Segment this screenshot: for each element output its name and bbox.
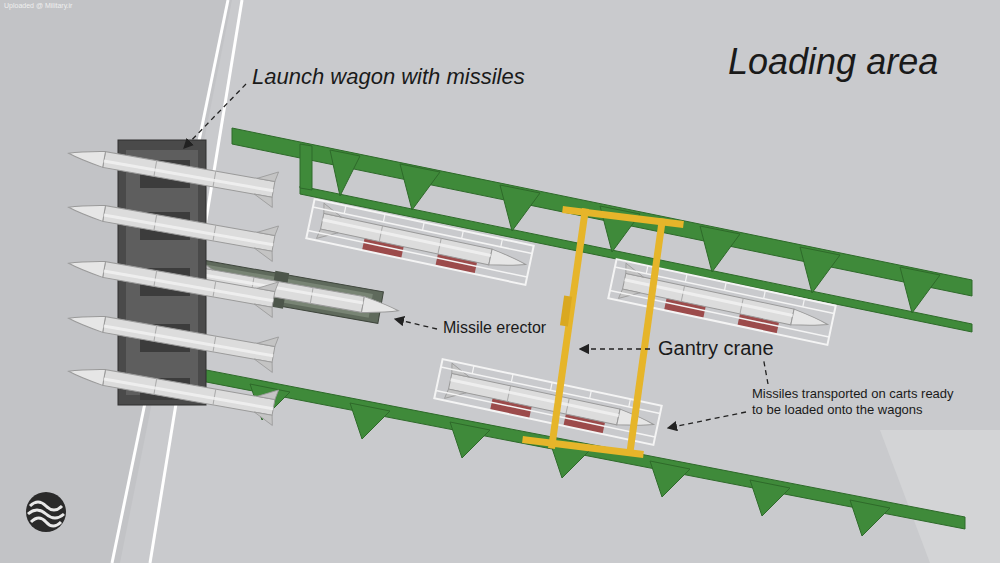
page-title: Loading area [728, 40, 938, 83]
callout-label: Missiles transported on carts ready to b… [752, 386, 957, 417]
callout-label: Missile erector [443, 318, 546, 337]
callout-label: Gantry crane [656, 336, 776, 360]
watermark: Uploaded @ Military.ir [4, 2, 72, 10]
callout-label: Launch wagon with missiles [252, 64, 525, 90]
